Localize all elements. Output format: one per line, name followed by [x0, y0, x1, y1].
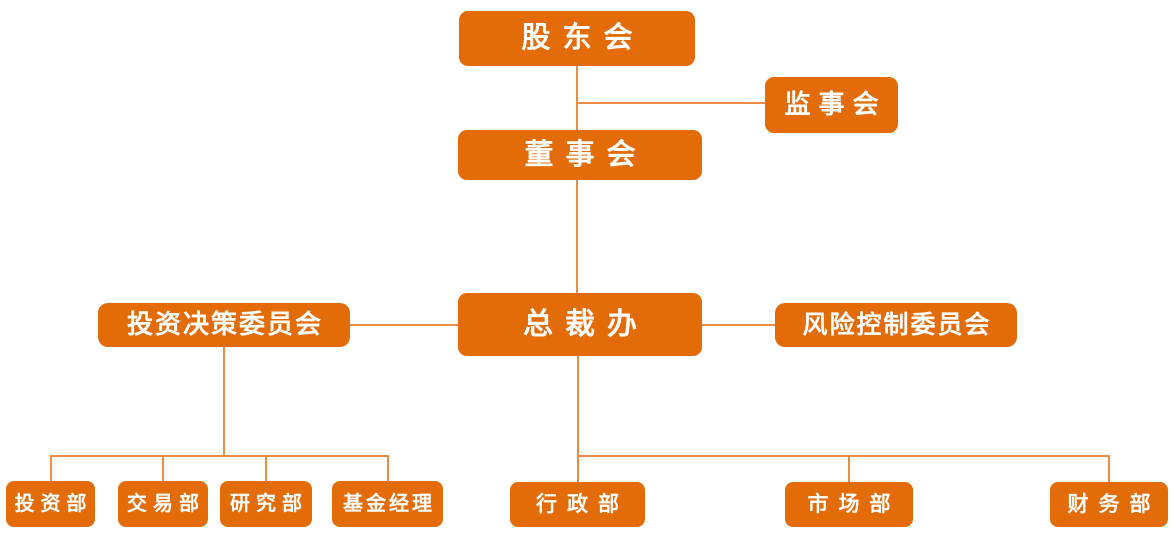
node-admin-dept: 行政部	[510, 482, 645, 527]
node-shareholders-meeting: 股东会	[459, 11, 695, 66]
node-fund-manager: 基金经理	[332, 481, 443, 527]
node-research-dept: 研究部	[220, 481, 312, 527]
node-board-of-directors: 董事会	[458, 130, 702, 180]
node-investment-dept: 投资部	[6, 481, 95, 527]
node-trading-dept: 交易部	[118, 481, 208, 527]
node-risk-control-committee: 风险控制委员会	[775, 303, 1017, 347]
node-supervisory-board: 监事会	[765, 77, 898, 133]
node-finance-dept: 财务部	[1050, 482, 1168, 527]
node-president-office: 总裁办	[458, 293, 702, 356]
node-investment-committee: 投资决策委员会	[98, 303, 350, 347]
node-marketing-dept: 市场部	[785, 482, 913, 527]
